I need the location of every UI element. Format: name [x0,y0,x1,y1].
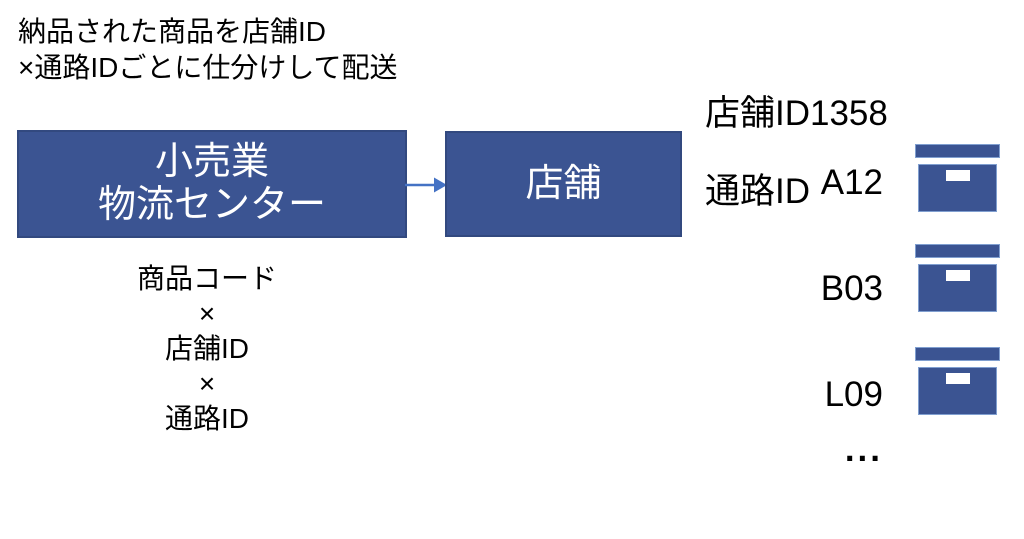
storage-box-body [918,264,997,312]
storage-box-icon [915,347,1000,415]
node-logistics-center-line1: 小売業 [154,141,269,183]
storage-box-body [918,164,997,212]
storage-box-icon [915,244,1000,312]
aisle-value-a12: A12 [820,163,883,202]
node-logistics-center: 小売業 物流センター [17,130,407,238]
storage-box-handle [945,170,970,181]
node-store-label: 店舗 [525,162,602,205]
aisle-id-label: 通路ID [705,172,811,211]
flow-arrow-icon [405,177,447,193]
sort-key-times-2: × [198,368,216,399]
storage-box-handle [945,270,970,281]
storage-box-handle [945,373,970,384]
store-id-label: 店舗ID1358 [705,94,888,133]
caption: 納品された商品を店舗ID ×通路IDごとに仕分けして配送 [18,14,398,86]
caption-line2: ×通路IDごとに仕分けして配送 [18,52,398,83]
aisle-value-b03: B03 [820,269,883,308]
storage-box-lid [915,144,1000,158]
node-logistics-center-line2: 物流センター [97,184,326,226]
sort-key-block: 商品コード × 店舗ID × 通路ID [17,261,397,436]
sort-key-product-code: 商品コード [136,263,277,294]
storage-box-body [918,367,997,415]
aisle-value-l09: L09 [824,375,883,414]
caption-line1: 納品された商品を店舗ID [18,16,327,47]
sort-key-store-id: 店舗ID [164,333,249,364]
storage-box-icon [915,144,1000,212]
node-store: 店舗 [445,131,682,237]
storage-box-lid [915,244,1000,258]
sort-key-times-1: × [198,298,216,329]
aisle-more-ellipsis: ... [844,430,883,469]
storage-box-lid [915,347,1000,361]
sort-key-aisle-id: 通路ID [164,403,249,434]
